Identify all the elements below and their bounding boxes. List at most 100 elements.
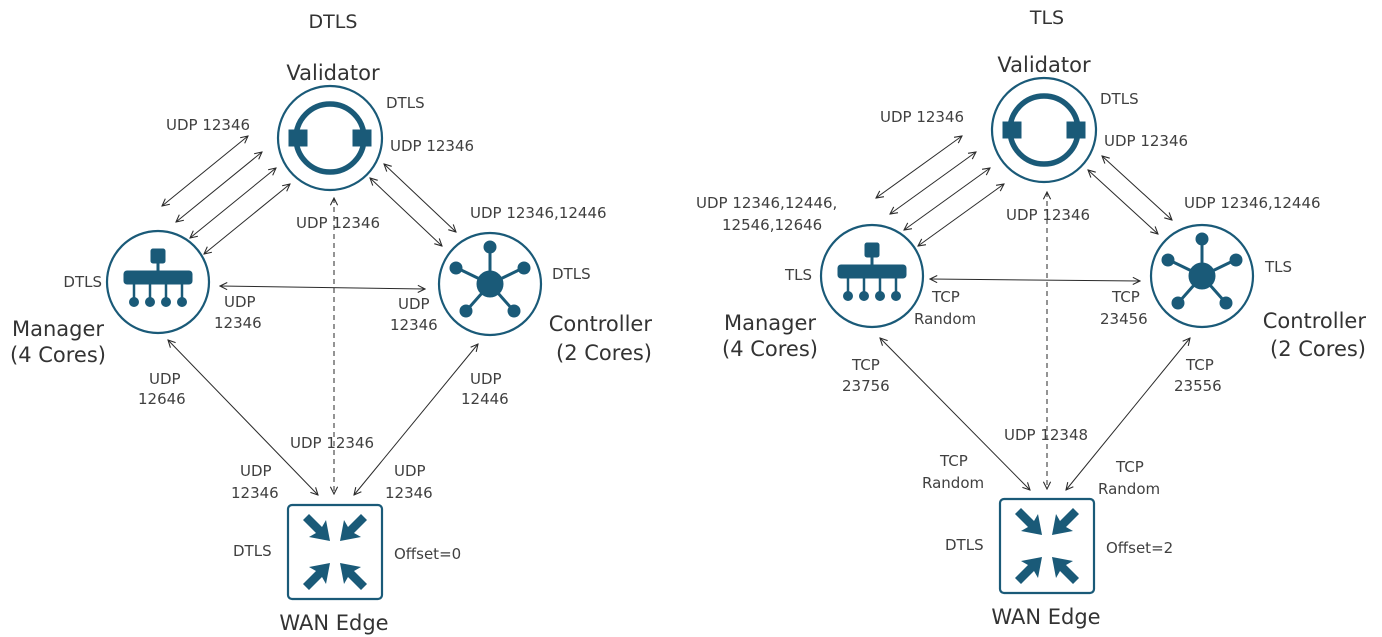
label-edge-left-2: 12346 <box>231 484 279 502</box>
validator-label: Validator <box>286 61 380 85</box>
manager-icon <box>837 242 907 301</box>
label-controller-side-2: 23456 <box>1100 310 1148 328</box>
validator-node[interactable] <box>276 84 384 192</box>
wan-edge-offset: Offset=0 <box>394 545 461 563</box>
label-manager-side-1: TCP <box>931 288 960 306</box>
label-manager-side-1: UDP <box>224 293 256 311</box>
wan-edge-offset: Offset=2 <box>1106 539 1173 557</box>
label-manager-edge-2: 12646 <box>138 390 186 408</box>
connections <box>162 136 478 495</box>
label-edge-dash: UDP 12346 <box>290 434 374 452</box>
label-manager-multi-2: 12546,12646 <box>722 216 822 234</box>
label-manager-edge-1: TCP <box>851 356 880 374</box>
link-validator-manager <box>876 136 962 198</box>
label-controller-side-2: 12346 <box>390 316 438 334</box>
validator-circle <box>276 84 384 192</box>
wan-edge-node[interactable] <box>286 503 384 601</box>
link-manager-controller <box>930 279 1140 281</box>
controller-proto: TLS <box>1264 258 1292 276</box>
label-edge-right-2: Random <box>1098 480 1160 498</box>
validator-proto: DTLS <box>386 94 425 112</box>
controller-proto: DTLS <box>552 265 591 283</box>
validator-node[interactable] <box>990 76 1098 184</box>
link-validator-manager <box>918 184 1004 246</box>
label-validator-controller: UDP 12346,12446 <box>1184 194 1321 212</box>
label-manager-edge-1: UDP <box>149 370 181 388</box>
validator-icon <box>288 101 372 175</box>
link-validator-controller <box>370 178 442 246</box>
label-edge-right-1: UDP <box>394 462 426 480</box>
label-validator-edge-dash: UDP 12346 <box>296 214 380 232</box>
controller-cores: (2 Cores) <box>1270 337 1366 361</box>
link-manager-edge <box>168 340 318 495</box>
label-manager-multi-1: UDP 12346,12446, <box>696 194 837 212</box>
label-controller-edge-2: 12446 <box>461 390 509 408</box>
link-validator-manager <box>190 168 276 238</box>
controller-label: Controller <box>549 312 653 336</box>
validator-label: Validator <box>997 53 1091 77</box>
validator-port: UDP 12346 <box>390 137 474 155</box>
manager-proto: DTLS <box>63 273 102 291</box>
manager-cores: (4 Cores) <box>722 337 818 361</box>
validator-icon <box>1002 93 1086 167</box>
wan-edge-icon <box>303 514 367 590</box>
label-edge-dash: UDP 12348 <box>1004 426 1088 444</box>
link-validator-manager <box>162 136 248 206</box>
label-controller-edge-1: TCP <box>1185 356 1214 374</box>
label-validator-edge-dash: UDP 12346 <box>1006 206 1090 224</box>
link-manager-controller <box>220 286 425 289</box>
wan-edge-label: WAN Edge <box>279 611 388 635</box>
label-manager-side-2: Random <box>914 310 976 328</box>
diagram-title: TLS <box>1029 7 1064 29</box>
label-controller-side-1: UDP <box>398 295 430 313</box>
link-validator-manager <box>176 152 262 222</box>
link-controller-edge <box>354 344 478 495</box>
label-edge-right-1: TCP <box>1115 458 1144 476</box>
label-edge-right-2: 12346 <box>385 484 433 502</box>
label-manager-side-2: 12346 <box>214 314 262 332</box>
label-edge-left-1: UDP <box>240 462 272 480</box>
label-edge-left-1: TCP <box>939 452 968 470</box>
validator-proto: DTLS <box>1100 90 1139 108</box>
controller-label: Controller <box>1263 309 1367 333</box>
label-controller-side-1: TCP <box>1111 288 1140 306</box>
diagram-dtls: DTLS Validator DTLS UDP 12346 <box>10 11 652 635</box>
controller-cores: (2 Cores) <box>556 341 652 365</box>
wan-edge-box <box>998 497 1096 595</box>
wan-edge-node[interactable] <box>998 497 1096 595</box>
diagram-tls: TLS Validator DTLS UDP 12346 <box>696 7 1366 629</box>
wan-edge-icon <box>1015 508 1079 584</box>
manager-label: Manager <box>12 317 104 341</box>
link-validator-manager <box>890 152 976 214</box>
link-manager-edge <box>880 338 1030 490</box>
label-edge-left-2: Random <box>922 474 984 492</box>
link-controller-edge <box>1066 338 1190 490</box>
link-validator-controller <box>1102 156 1172 220</box>
wan-edge-label: WAN Edge <box>991 605 1100 629</box>
manager-proto: TLS <box>784 266 812 284</box>
link-validator-manager <box>904 168 990 230</box>
wan-edge-box <box>286 503 384 601</box>
label-controller-edge-1: UDP <box>470 370 502 388</box>
controller-icon <box>449 240 531 318</box>
link-validator-controller <box>1088 170 1158 234</box>
manager-node[interactable] <box>105 229 211 335</box>
label-controller-edge-2: 23556 <box>1174 377 1222 395</box>
controller-node[interactable] <box>437 231 543 337</box>
link-validator-manager <box>204 184 290 254</box>
manager-label: Manager <box>724 311 816 335</box>
controller-node[interactable] <box>1149 223 1255 329</box>
manager-cores: (4 Cores) <box>10 343 106 367</box>
label-manager-edge-2: 23756 <box>842 377 890 395</box>
wan-edge-proto: DTLS <box>233 542 272 560</box>
label-validator-manager: UDP 12346 <box>166 116 250 134</box>
label-validator-manager: UDP 12346 <box>880 108 964 126</box>
validator-circle <box>990 76 1098 184</box>
controller-icon <box>1161 232 1243 310</box>
manager-node[interactable] <box>819 223 925 329</box>
label-validator-controller: UDP 12346,12446 <box>470 204 607 222</box>
manager-icon <box>123 248 193 307</box>
diagram-title: DTLS <box>309 11 358 33</box>
connections <box>876 136 1190 490</box>
